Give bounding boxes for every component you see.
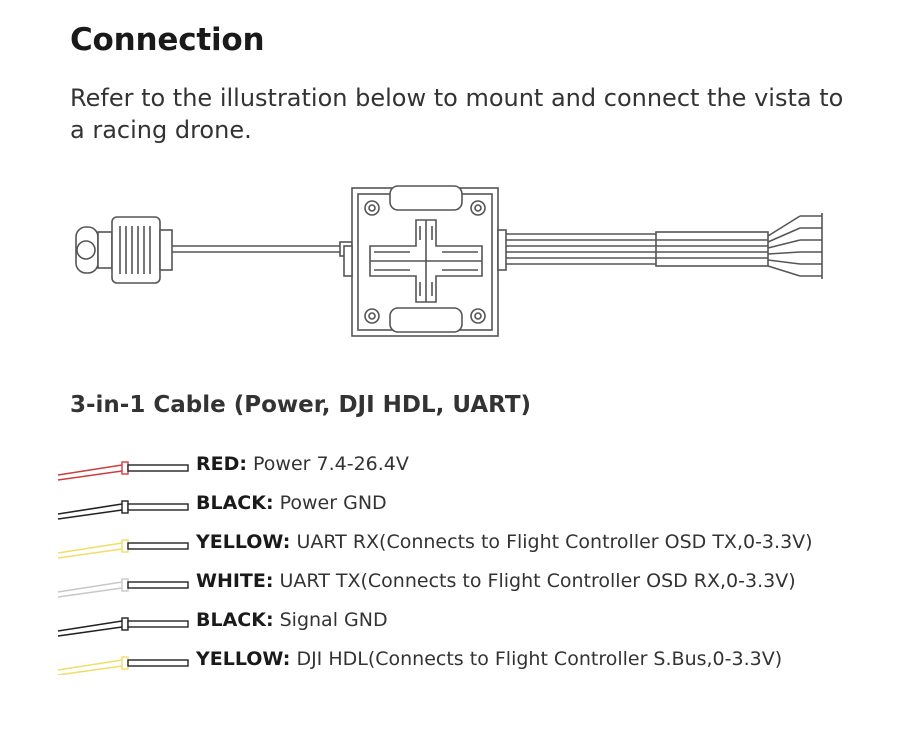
wire-label-black-power: BLACK: Power GND xyxy=(196,491,387,515)
wire-stub xyxy=(57,578,189,598)
wire-description: UART RX(Connects to Flight Controller OS… xyxy=(296,531,813,553)
wire-stub xyxy=(57,656,189,675)
wire-description: Power GND xyxy=(279,492,387,514)
wire-description: Power 7.4-26.4V xyxy=(253,453,409,475)
wire-label-red: RED: Power 7.4-26.4V xyxy=(196,452,409,476)
wire-color-name: BLACK: xyxy=(196,492,274,514)
wire-stub xyxy=(57,617,189,637)
wire-label-yellow-uart-rx: YELLOW: UART RX(Connects to Flight Contr… xyxy=(196,530,813,554)
vista-module-icon xyxy=(343,185,507,337)
wire-description: UART TX(Connects to Flight Controller OS… xyxy=(279,570,796,592)
wire-stub xyxy=(57,539,189,559)
cable-heading: 3-in-1 Cable (Power, DJI HDL, UART) xyxy=(70,392,532,418)
camera-icon xyxy=(75,216,173,284)
wire-description: Signal GND xyxy=(279,609,388,631)
vista-illustration xyxy=(75,185,823,337)
wire-color-name: YELLOW: xyxy=(196,531,291,553)
wire-color-name: WHITE: xyxy=(196,570,274,592)
wire-stub xyxy=(57,461,189,481)
wire-color-name: BLACK: xyxy=(196,609,274,631)
wire-description: DJI HDL(Connects to Flight Controller S.… xyxy=(296,648,783,670)
wire-color-name: RED: xyxy=(196,453,247,475)
wire-stub xyxy=(57,500,189,520)
wire-color-name: YELLOW: xyxy=(196,648,291,670)
intro-text: Refer to the illustration below to mount… xyxy=(70,84,844,144)
wire-label-yellow-hdl: YELLOW: DJI HDL(Connects to Flight Contr… xyxy=(196,647,782,671)
wire-illustrations xyxy=(57,461,189,675)
wire-label-black-signal: BLACK: Signal GND xyxy=(196,608,388,632)
wire-label-white-uart-tx: WHITE: UART TX(Connects to Flight Contro… xyxy=(196,569,796,593)
page-title: Connection xyxy=(70,22,265,58)
